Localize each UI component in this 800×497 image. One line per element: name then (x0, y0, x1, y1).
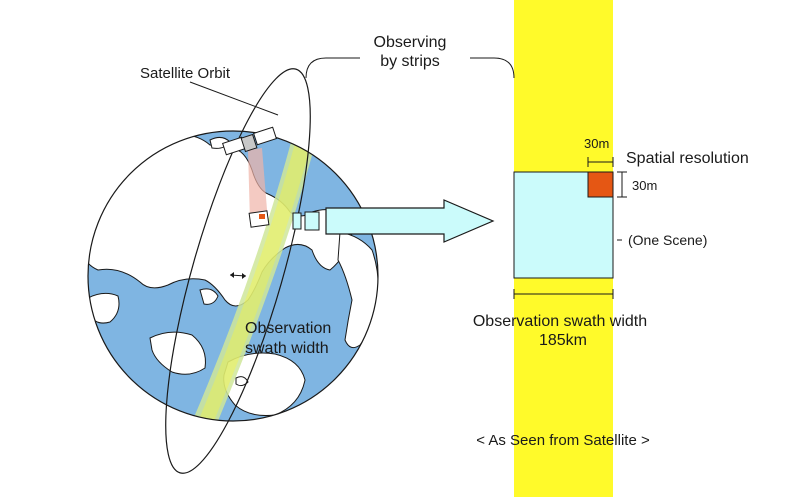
landmass-west (88, 292, 120, 324)
island-small-2 (235, 376, 249, 387)
spatial-resolution-label: Spatial resolution (626, 150, 749, 167)
satellite-orbit-ellipse (165, 68, 311, 474)
satellite-orbit-leader (189, 81, 279, 116)
swath-width-title: Observation swath width (473, 313, 647, 330)
pixel-height-label: 30m (632, 178, 657, 193)
satellite-orbit-label: Satellite Orbit (140, 65, 231, 82)
pixel-width-dimension (587, 157, 614, 167)
island-small-1 (199, 288, 219, 305)
pixel-width-label: 30m (584, 136, 609, 151)
swath-width-dimension (513, 289, 614, 299)
swath-width-value: 185km (539, 332, 587, 349)
swath-band-yellow (192, 131, 318, 421)
magnify-arrow (292, 199, 495, 243)
island-southwest (149, 331, 206, 375)
swath-width-arrow (229, 272, 247, 279)
one-scene-label: (One Scene) (628, 232, 707, 248)
as-seen-label: < As Seen from Satellite > (476, 432, 650, 449)
resolution-pixel (587, 171, 614, 198)
satellite-icon (222, 126, 277, 156)
observation-label-line1: Observation (245, 320, 331, 337)
observing-label-line1: Observing (374, 34, 447, 51)
swath-band (186, 131, 322, 421)
observation-label-line2: swath width (245, 340, 329, 357)
observation-cone (248, 148, 268, 222)
target-pixel-marker (259, 214, 265, 219)
earth-globe (87, 130, 379, 422)
observing-label-line2: by strips (380, 53, 440, 70)
pixel-height-dimension (617, 171, 627, 198)
landmass-south (223, 352, 306, 416)
